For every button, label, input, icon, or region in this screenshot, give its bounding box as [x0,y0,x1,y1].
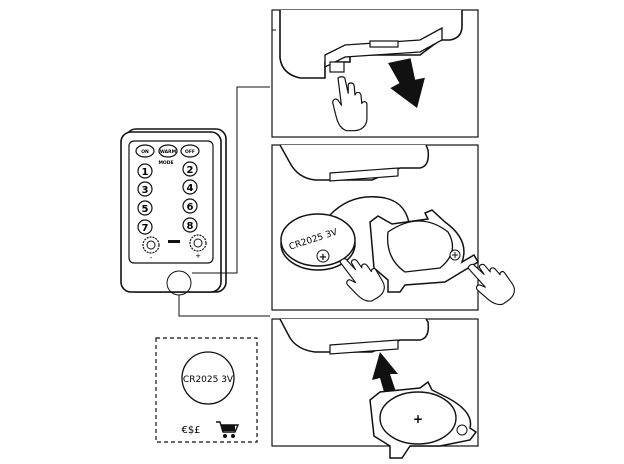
key-5: 5 [142,204,149,215]
battery-polarity: + [319,252,327,263]
key-3: 3 [142,185,149,196]
connector-lines [178,86,270,317]
key-7: 7 [142,223,149,234]
panel-step-2: CR2025 3V + [271,144,520,313]
panel-step-1 [271,9,479,138]
mode-label: MODE [158,160,173,166]
plus-label: + [195,252,201,260]
brightness-dials: - + [142,234,207,262]
key-8: 8 [187,221,194,232]
panel-step-3: + [271,318,479,459]
step3-battery-polarity: + [413,412,423,426]
key-1: 1 [142,167,149,178]
minus-label: - [150,254,153,262]
remote-number-keys: 1 3 5 7 2 4 6 8 [137,161,198,235]
key-6: 6 [187,202,194,213]
currency-symbols: €$£ [181,425,200,436]
shopping-cart-icon [216,421,240,438]
off-button-label: OFF [185,149,195,155]
warm-button-label: WARM [160,149,177,155]
on-button-label: ON [141,149,149,155]
key-2: 2 [187,165,194,176]
remote-top-buttons: ON WARM OFF [135,144,200,158]
key-4: 4 [187,183,194,194]
disposal-battery-label: CR2025 3V [183,375,234,385]
remote-control: ON WARM OFF MODE 1 3 5 7 2 4 6 8 [120,128,227,296]
battery-disposal-box: CR2025 3V €$£ [155,337,258,443]
